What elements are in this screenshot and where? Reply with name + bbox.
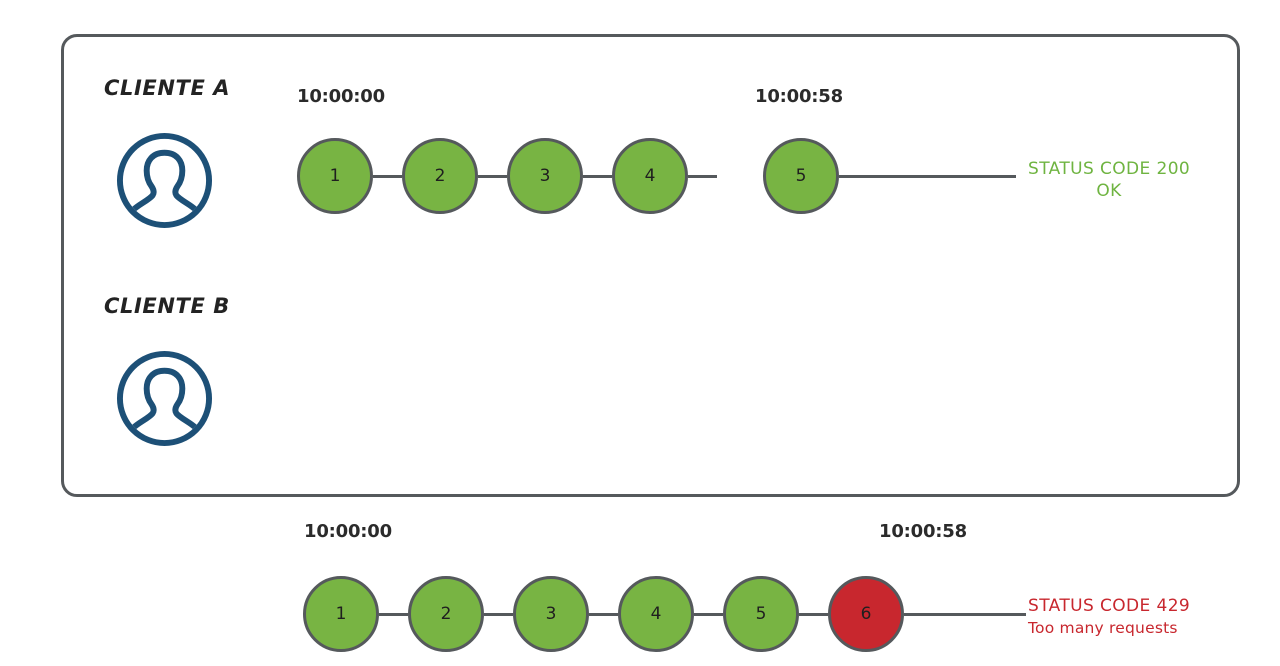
request-node[interactable]: 1 xyxy=(297,138,373,214)
status-a: STATUS CODE 200 OK xyxy=(1028,158,1190,202)
chain-link xyxy=(694,613,723,616)
request-node[interactable]: 2 xyxy=(402,138,478,214)
chain-link xyxy=(688,175,717,178)
request-node[interactable]: 3 xyxy=(513,576,589,652)
status-b-code: STATUS CODE 429 xyxy=(1028,596,1191,616)
chain-link xyxy=(583,175,612,178)
diagram-frame xyxy=(61,34,1240,497)
chain-link xyxy=(484,613,513,616)
timestamp-a-start: 10:00:00 xyxy=(297,86,385,107)
request-node[interactable]: 1 xyxy=(303,576,379,652)
diagram-canvas: CLIENTE A 10:00:00 10:00:58 1 2 3 4 5 xyxy=(61,34,1240,652)
request-node[interactable]: 2 xyxy=(408,576,484,652)
client-a-label: CLIENTE A xyxy=(104,76,231,100)
status-a-message: OK xyxy=(1096,181,1122,201)
chain-link xyxy=(799,613,828,616)
status-b: STATUS CODE 429 Too many requests xyxy=(1028,595,1190,639)
chain-tail-link xyxy=(839,175,1016,178)
request-node[interactable]: 4 xyxy=(618,576,694,652)
timestamp-b-start: 10:00:00 xyxy=(304,521,392,542)
request-node[interactable]: 4 xyxy=(612,138,688,214)
chain-link xyxy=(589,613,618,616)
user-avatar-icon xyxy=(115,131,214,230)
user-avatar-icon xyxy=(115,349,214,448)
timestamp-a-end: 10:00:58 xyxy=(755,86,843,107)
status-b-message: Too many requests xyxy=(1028,619,1178,637)
request-node[interactable]: 5 xyxy=(763,138,839,214)
chain-link xyxy=(373,175,402,178)
request-node-error[interactable]: 6 xyxy=(828,576,904,652)
timestamp-b-end: 10:00:58 xyxy=(879,521,967,542)
request-node[interactable]: 3 xyxy=(507,138,583,214)
client-b-label: CLIENTE B xyxy=(104,294,230,318)
chain-tail-link xyxy=(904,613,1026,616)
request-node[interactable]: 5 xyxy=(723,576,799,652)
chain-link xyxy=(379,613,408,616)
chain-link xyxy=(478,175,507,178)
status-a-code: STATUS CODE 200 xyxy=(1028,159,1191,179)
